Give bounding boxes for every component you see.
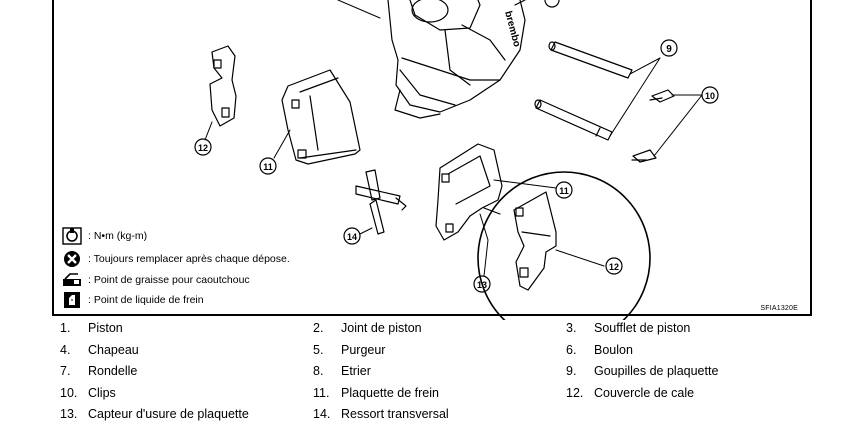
part-name: Capteur d'usure de plaquette: [88, 407, 249, 421]
part-name: Purgeur: [341, 342, 386, 357]
parts-list-item: 7. Rondelle: [60, 361, 137, 381]
part-number: 8.: [313, 364, 324, 378]
brake-pad-left: [281, 69, 361, 165]
part-number: 4.: [60, 342, 71, 357]
parts-list-item: 14. Ressort transversal: [313, 404, 449, 424]
part-number: 9.: [566, 364, 577, 378]
svg-text:11: 11: [559, 186, 569, 196]
parts-list-item: 5. Purgeur: [313, 340, 385, 360]
svg-text:13: 13: [477, 280, 487, 290]
callout-13: 13: [473, 275, 491, 293]
part-name: Joint de piston: [341, 321, 422, 335]
parts-list-item: 3. Soufflet de piston: [566, 318, 690, 338]
shim-left: [209, 45, 237, 127]
part-name: Boulon: [594, 342, 633, 357]
part-name: Etrier: [341, 364, 371, 378]
parts-list-item: 11. Plaquette de frein: [313, 383, 439, 403]
part-name: Couvercle de cale: [594, 385, 695, 400]
part-number: 3.: [566, 321, 577, 335]
part-name: Ressort transversal: [341, 407, 449, 421]
part-number: 6.: [566, 342, 577, 357]
part-name: Soufflet de piston: [594, 321, 691, 335]
svg-text:12: 12: [609, 262, 619, 272]
callout-9: 9: [660, 39, 678, 57]
legend-grease: : Point de graisse pour caoutchouc: [62, 270, 250, 290]
callout-10: 10: [701, 86, 719, 104]
part-number: 5.: [313, 342, 324, 357]
clip-lower: [631, 149, 657, 163]
pad-pin-upper: [548, 41, 633, 79]
part-number: 1.: [60, 321, 71, 335]
highlight-circle: [477, 171, 651, 320]
svg-text:9: 9: [666, 44, 672, 55]
brand-label: brembo: [502, 10, 522, 48]
parts-list-item: 12. Couvercle de cale: [566, 383, 694, 403]
callout-12-right: 12: [605, 257, 623, 275]
callout-11-left: 11: [259, 157, 277, 175]
svg-text:12: 12: [198, 143, 208, 153]
legend-replace: : Toujours remplacer après chaque dépose…: [62, 249, 290, 269]
legend-torque: : N•m (kg-m): [62, 226, 147, 246]
part-name: Clips: [88, 385, 116, 400]
replace-x-icon: [64, 251, 80, 267]
part-number: 12.: [566, 385, 584, 400]
legend-brake-fluid: : Point de liquide de frein: [62, 290, 204, 310]
part-number: 13.: [60, 407, 78, 421]
part-number: 2.: [313, 321, 324, 335]
part-name: Chapeau: [88, 342, 139, 357]
figure-reference-code: SFIA1320E: [760, 305, 798, 312]
parts-list-item: 8. Etrier: [313, 361, 371, 381]
parts-list-item: 13. Capteur d'usure de plaquette: [60, 404, 249, 424]
part-name: Piston: [88, 321, 123, 335]
parts-list-item: 2. Joint de piston: [313, 318, 422, 338]
shim-right: [513, 191, 557, 291]
caliper-body: brembo: [387, 0, 526, 119]
svg-text:14: 14: [347, 232, 357, 242]
brake-pad-right: [435, 143, 503, 241]
exploded-view-diagram: brembo: [194, 0, 719, 320]
parts-list-item: 9. Goupilles de plaquette: [566, 361, 718, 381]
brake-fluid-icon: [64, 292, 80, 308]
part-name: Rondelle: [88, 364, 138, 378]
part-number: 10.: [60, 385, 78, 400]
part-number: 11.: [313, 385, 330, 400]
part-name: Plaquette de frein: [341, 385, 439, 400]
parts-list-item: 6. Boulon: [566, 340, 633, 360]
pad-pin-lower: [534, 99, 613, 141]
clip-upper: [649, 89, 675, 103]
torque-wrench-icon: [62, 227, 82, 245]
part-name: Goupilles de plaquette: [594, 364, 719, 378]
part-number: 7.: [60, 364, 71, 378]
diagram-frame: [52, 0, 812, 316]
cross-spring: [355, 169, 407, 235]
parts-list-item: 10. Clips: [60, 383, 116, 403]
callout-12-left: 12: [194, 138, 212, 156]
parts-list-item: 4. Chapeau: [60, 340, 139, 360]
callout-11-right: 11: [555, 181, 573, 199]
svg-text:11: 11: [263, 162, 273, 172]
parts-list-item: 1. Piston: [60, 318, 123, 338]
svg-text:10: 10: [705, 91, 715, 101]
callout-14: 14: [343, 227, 361, 245]
grease-icon: [63, 273, 81, 286]
part-number: 14.: [313, 407, 331, 421]
